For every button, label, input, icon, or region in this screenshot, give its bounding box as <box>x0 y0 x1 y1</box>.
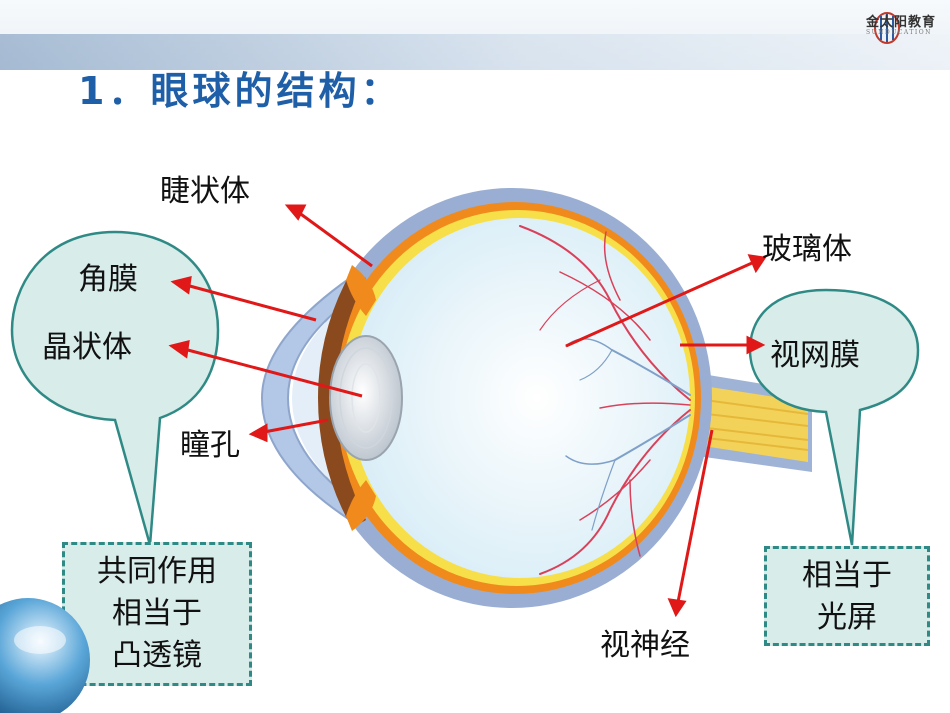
page-title: 1．眼球的结构： <box>78 69 403 113</box>
label-vitreous: 玻璃体 <box>762 232 852 267</box>
right-note-box: 相当于 光屏 <box>764 546 930 646</box>
logo-subtitle: SUNDUCATION <box>866 29 932 36</box>
logo-name: 金太阳教育 <box>866 15 937 30</box>
label-cornea: 角膜 <box>78 262 138 297</box>
decorative-orb-icon <box>0 598 90 713</box>
right-note-line-1: 相当于 <box>802 558 892 593</box>
lens <box>329 335 403 461</box>
label-pupil: 瞳孔 <box>180 428 240 463</box>
label-lens: 晶状体 <box>42 330 132 365</box>
logo-mark-icon <box>874 12 900 44</box>
left-bubble <box>10 230 220 546</box>
left-note-line-3: 凸透镜 <box>112 638 202 673</box>
right-note-line-2: 光屏 <box>817 600 877 635</box>
optic-nerve-core <box>690 384 808 462</box>
right-bubble <box>748 288 920 546</box>
label-arrows <box>168 204 767 618</box>
label-ciliary-body: 睫状体 <box>160 174 250 209</box>
left-note-line-1: 共同作用 <box>97 554 217 589</box>
ciliary-body-shape <box>346 265 376 316</box>
label-retina: 视网膜 <box>770 338 860 373</box>
left-note-box: 共同作用 相当于 凸透镜 <box>62 542 252 686</box>
header-stripe <box>0 34 950 70</box>
iris <box>318 270 366 528</box>
left-note-line-2: 相当于 <box>112 596 202 631</box>
label-optic-nerve: 视神经 <box>600 628 690 663</box>
